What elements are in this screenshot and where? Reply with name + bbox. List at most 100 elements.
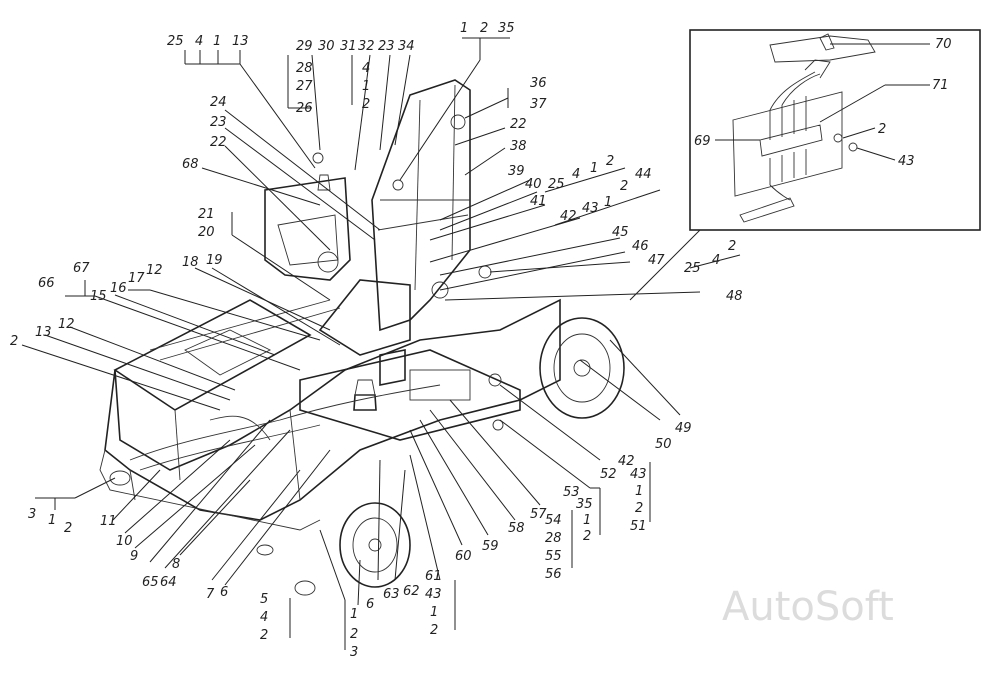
label-57: 57 [530,507,547,522]
label-24: 24 [210,95,227,110]
label-4: 4 [195,34,203,49]
label-2: 2 [620,179,628,194]
label-1: 1 [213,34,221,49]
label-63: 63 [383,587,400,602]
inset-box: 70 71 69 2 43 [629,29,981,301]
label-7: 7 [206,587,215,602]
label-60: 60 [455,549,472,564]
label-6: 6 [366,597,374,612]
label-16: 16 [110,281,127,296]
label-35: 35 [576,497,593,512]
label-55: 55 [545,549,562,564]
label-2: 2 [260,628,268,643]
label-22: 22 [510,117,527,132]
label-34: 34 [398,39,415,54]
label-65: 65 [142,575,159,590]
label-56: 56 [545,567,562,582]
label-29: 29 [296,39,313,54]
label-50: 50 [655,437,672,452]
label-1: 1 [48,513,56,528]
label-42: 42 [618,454,635,469]
label-51: 51 [630,519,647,534]
label-2: 2 [583,529,591,544]
leader-lines [21,37,741,650]
label-41: 41 [530,194,547,209]
label-26: 26 [296,101,313,116]
label-19: 19 [206,253,223,268]
label-20: 20 [198,225,215,240]
label-2: 2 [64,521,72,536]
label-5: 5 [260,592,268,607]
label-61: 61 [425,569,442,584]
label-2: 2 [635,501,643,516]
label-64: 64 [160,575,177,590]
label-2: 2 [606,154,614,169]
label-2: 2 [350,627,358,642]
watermark: AutoSoft [722,584,894,630]
label-1: 1 [430,605,438,620]
label-1: 1 [604,195,612,210]
label-43: 43 [898,154,915,169]
label-25: 25 [684,261,701,276]
label-4: 4 [572,167,580,182]
label-54: 54 [545,513,562,528]
label-17: 17 [128,271,145,286]
label-68: 68 [182,157,199,172]
label-67: 67 [73,261,90,276]
label-62: 62 [403,584,420,599]
label-1: 1 [590,161,598,176]
label-1: 1 [583,513,591,528]
label-49: 49 [675,421,692,436]
label-47: 47 [648,253,665,268]
label-4: 4 [362,61,370,76]
label-36: 36 [530,76,547,91]
label-2: 2 [430,623,438,638]
label-1: 1 [635,484,643,499]
label-43: 43 [582,201,599,216]
label-25: 25 [548,177,565,192]
label-6: 6 [220,585,228,600]
label-1: 1 [362,79,370,94]
label-11: 11 [100,514,117,529]
label-37: 37 [530,97,547,112]
label-10: 10 [116,534,133,549]
label-2: 2 [728,239,736,254]
label-46: 46 [632,239,649,254]
label-32: 32 [358,39,375,54]
label-44: 44 [635,167,652,182]
label-2: 2 [878,122,886,137]
label-3: 3 [28,507,36,522]
label-70: 70 [935,37,952,52]
label-45: 45 [612,225,629,240]
label-28: 28 [545,531,562,546]
label-43: 43 [630,467,647,482]
label-35: 35 [498,21,515,36]
label-59: 59 [482,539,499,554]
label-15: 15 [90,289,107,304]
label-3: 3 [350,645,358,660]
label-8: 8 [172,557,180,572]
label-1: 1 [350,607,358,622]
label-71: 71 [932,78,949,93]
label-53: 53 [563,485,580,500]
label-23: 23 [210,115,227,130]
label-2: 2 [362,97,370,112]
label-13: 13 [232,34,249,49]
label-4: 4 [712,253,720,268]
label-28: 28 [296,61,313,76]
label-23: 23 [378,39,395,54]
label-69: 69 [694,134,711,149]
label-21: 21 [198,207,215,222]
label-4: 4 [260,610,268,625]
label-39: 39 [508,164,525,179]
label-13: 13 [35,325,52,340]
label-43: 43 [425,587,442,602]
label-40: 40 [525,177,542,192]
label-42: 42 [560,209,577,224]
label-12: 12 [58,317,75,332]
label-38: 38 [510,139,527,154]
label-18: 18 [182,255,199,270]
label-2: 2 [480,21,488,36]
label-25: 25 [167,34,184,49]
